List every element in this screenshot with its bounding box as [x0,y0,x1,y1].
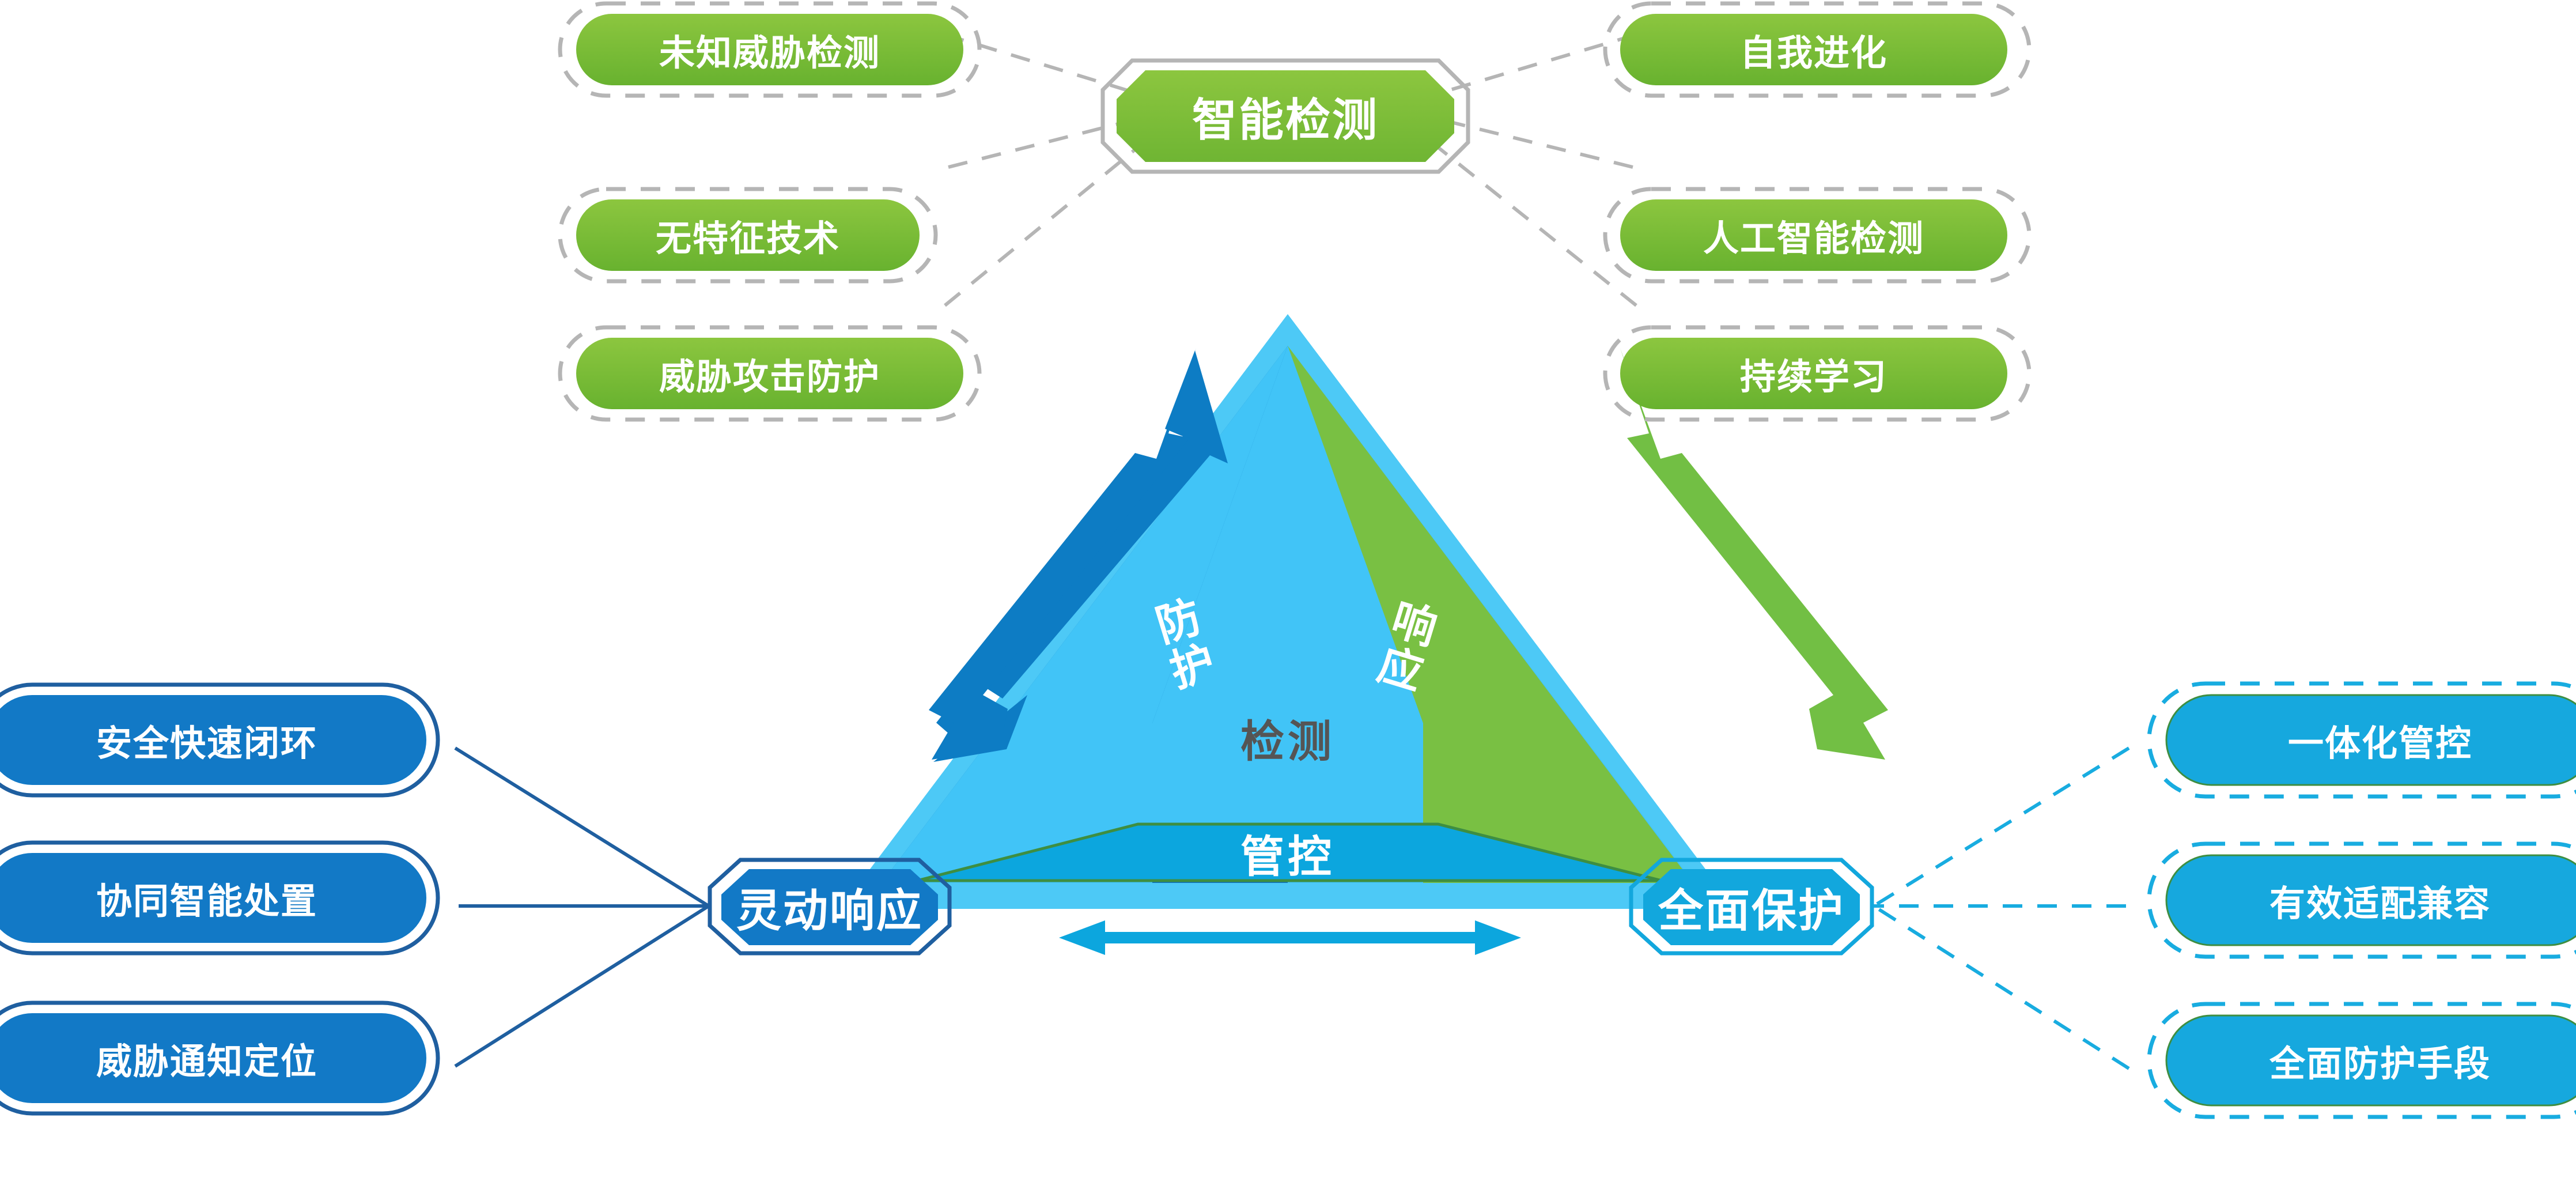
node-top-outline [1100,58,1470,174]
pill-label-top-left-3: 威胁攻击防护 [659,357,880,397]
pill-dash-border [558,187,938,284]
pill-dash-border [1603,325,2032,422]
pill-dash-border [1603,187,2032,284]
connector-group-top-right [1422,33,1637,307]
pill-fill[interactable] [2165,854,2576,946]
connector-line [1873,904,2130,1070]
connector-line [944,134,1153,307]
connector-line [1423,114,1633,169]
node-label-bottom-right: 全面保护 [1658,885,1845,936]
pill-label-right-2: 有效适配兼容 [2269,884,2491,924]
pill-fill[interactable] [0,695,426,785]
node-bottom-right-全面保护[interactable] [1629,858,1874,956]
pill-solid-border [0,1001,440,1116]
cyan-double-arrow [1059,920,1521,955]
pill-dash-border [558,325,982,422]
connector-line [454,746,710,908]
node-label-top: 智能检测 [1191,94,1379,145]
pill-dash-border [2147,681,2576,799]
connector-line [1422,134,1637,307]
triangle-face-label-base: 管控 [1240,833,1335,882]
pill-label-top-right-2: 人工智能检测 [1703,219,1924,259]
node-top-fill [1117,70,1454,162]
pill-label-top-right-3: 持续学习 [1739,357,1887,397]
pill-label-top-left-1: 未知威胁检测 [659,33,880,73]
pill-label-right-3: 全面防护手段 [2269,1044,2491,1084]
triangle-face-right [1288,346,1693,883]
node-bottom-right-outline [1629,858,1874,956]
pill-label-left-3: 威胁通知定位 [96,1042,317,1082]
pill-fill[interactable] [1620,14,2007,85]
connector-line [454,904,710,1068]
node-bottom-left-fill [721,869,938,945]
green-double-arrow-shaft [1620,348,1888,760]
node-bottom-left-灵动响应[interactable] [708,858,952,956]
pill-label-top-left-2: 无特征技术 [655,219,840,259]
pill-fill[interactable] [576,338,963,409]
pill-label-top-right-1: 自我进化 [1739,33,1887,73]
connector-line [1873,746,2130,908]
pill-fill[interactable] [2165,694,2576,786]
node-label-bottom-left: 灵动响应 [736,885,923,936]
pill-fill[interactable] [1620,338,2007,409]
pill-fill[interactable] [0,1013,426,1103]
pill-group-top-left [558,1,982,422]
pill-group-right [2147,681,2576,1119]
pill-solid-border [0,682,440,798]
node-bottom-left-outline [708,858,952,956]
pill-label-right-1: 一体化管控 [2287,724,2472,764]
triangle-face-label-center: 检测 [1240,718,1335,767]
blue-double-arrow-shaft [929,348,1196,760]
pill-dash-border [558,1,982,98]
pill-dash-border [2147,1002,2576,1119]
triangle-face-center [1152,346,1423,824]
pill-fill[interactable] [576,199,920,271]
connector-line [1423,33,1637,100]
node-bottom-right-fill [1643,869,1860,945]
node-top-智能检测[interactable] [1100,58,1470,174]
pill-solid-border [0,840,440,956]
connector-group-left [454,746,710,1068]
pill-dash-border [1603,1,2032,98]
pill-fill[interactable] [2165,1014,2576,1107]
pill-fill[interactable] [0,853,426,943]
pill-group-left [0,682,440,1116]
pill-label-left-2: 协同智能处置 [96,882,317,922]
pill-fill[interactable] [1620,199,2007,271]
pill-group-top-right [1603,1,2032,422]
connector-group-right [1873,746,2130,1070]
pill-label-left-1: 安全快速闭环 [96,724,317,764]
pill-dash-border [2147,841,2576,959]
pill-fill[interactable] [576,14,963,85]
